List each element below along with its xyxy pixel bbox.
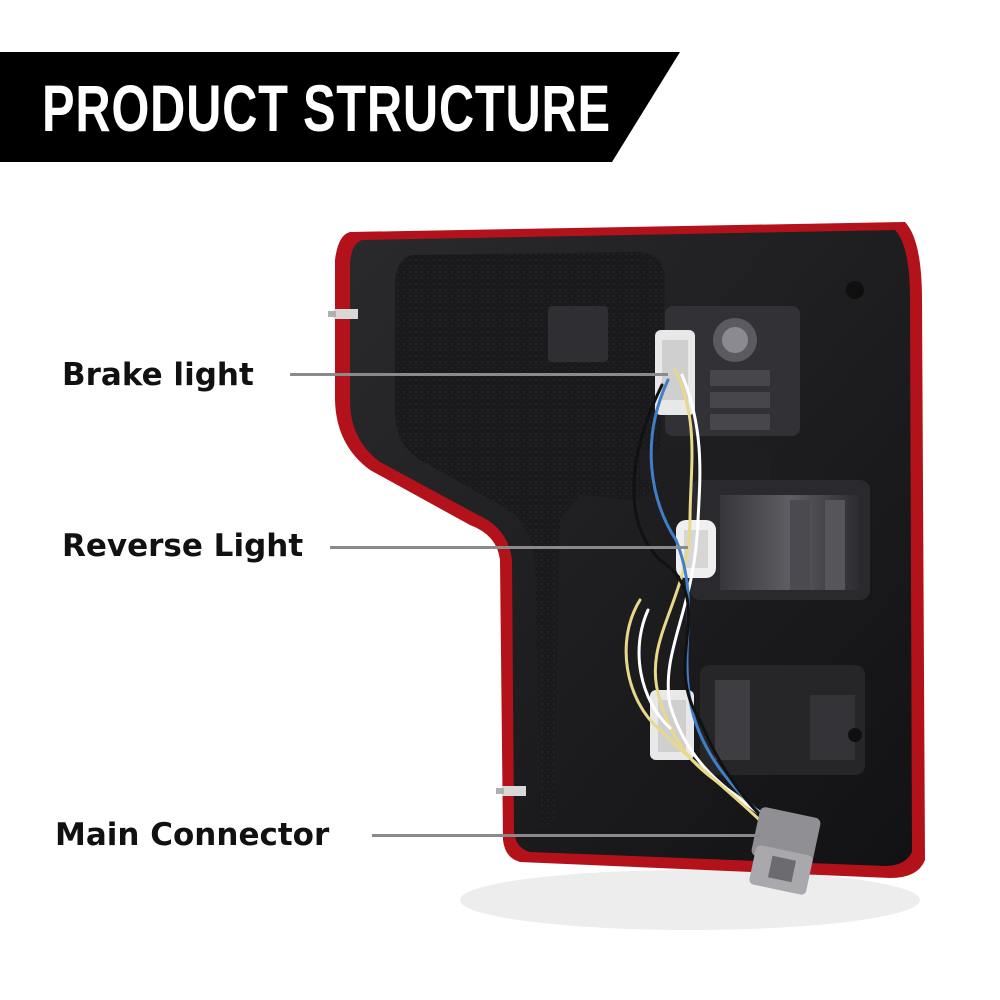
page-title: PRODUCT STRUCTURE [42, 71, 611, 145]
textured-panel [395, 252, 665, 830]
brake-light-reflector [548, 306, 800, 436]
title-banner [0, 52, 680, 162]
reverse-light-reflector [640, 450, 870, 600]
mounting-stud-top [328, 309, 358, 319]
lower-reflector [700, 665, 865, 775]
mounting-stud-bottom [496, 786, 526, 796]
leader-line-main-connector [372, 834, 760, 837]
callout-main-connector: Main Connector [55, 817, 330, 853]
leader-line-brake-light [290, 373, 668, 376]
main-connector [749, 807, 821, 895]
wiring-harness [624, 368, 787, 840]
shadow [460, 870, 920, 930]
callout-reverse-light: Reverse Light [62, 528, 304, 564]
callout-brake-light: Brake light [62, 357, 254, 393]
mount-hole [846, 281, 864, 299]
leader-line-reverse-light [330, 546, 688, 549]
